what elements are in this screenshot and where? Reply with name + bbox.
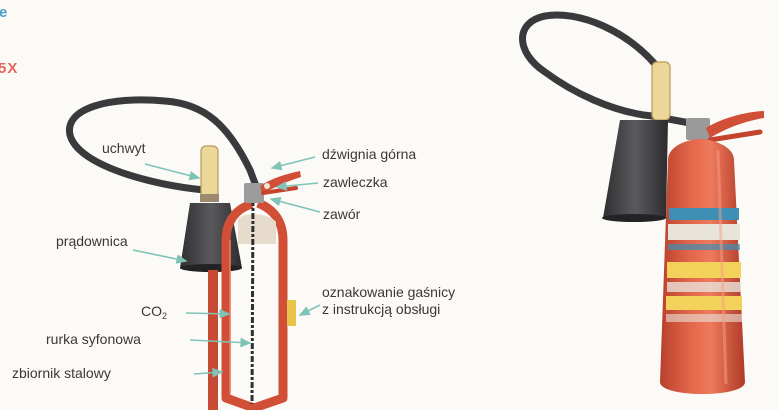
label-dzwignia-gorna: dźwignia górna — [322, 146, 416, 162]
label-zbiornik-stalowy: zbiornik stalowy — [12, 365, 111, 381]
label-co2: CO2 — [141, 303, 167, 319]
handle-left — [201, 146, 218, 198]
arrow-oznakowanie — [300, 305, 320, 315]
arrow-rurka — [190, 340, 250, 343]
horn-right — [603, 120, 668, 218]
hose-left — [69, 100, 256, 190]
full-extinguisher — [523, 15, 765, 394]
label-uchwyt: uchwyt — [102, 140, 146, 156]
arrow-uchwyt — [145, 164, 199, 178]
arrow-dzwignia — [272, 157, 315, 168]
arrow-zawor — [271, 199, 320, 212]
label-zawor: zawór — [323, 206, 360, 222]
arrow-pradownica — [133, 250, 186, 261]
label-rurka-syfonowa: rurka syfonowa — [46, 331, 141, 347]
label-co2-sub: 2 — [162, 311, 167, 321]
label-co2-main: CO — [141, 303, 162, 319]
handle-right — [652, 62, 670, 120]
label-oznakowanie-2: z instrukcją obsługi — [322, 301, 440, 317]
label-pradownica: prądownica — [56, 233, 128, 249]
label-zawleczka: zawleczka — [323, 174, 388, 190]
arrow-co2 — [186, 313, 229, 314]
label-oznakowanie-1: oznakowanie gaśnicy — [322, 284, 455, 300]
siphon-tube — [252, 200, 253, 404]
